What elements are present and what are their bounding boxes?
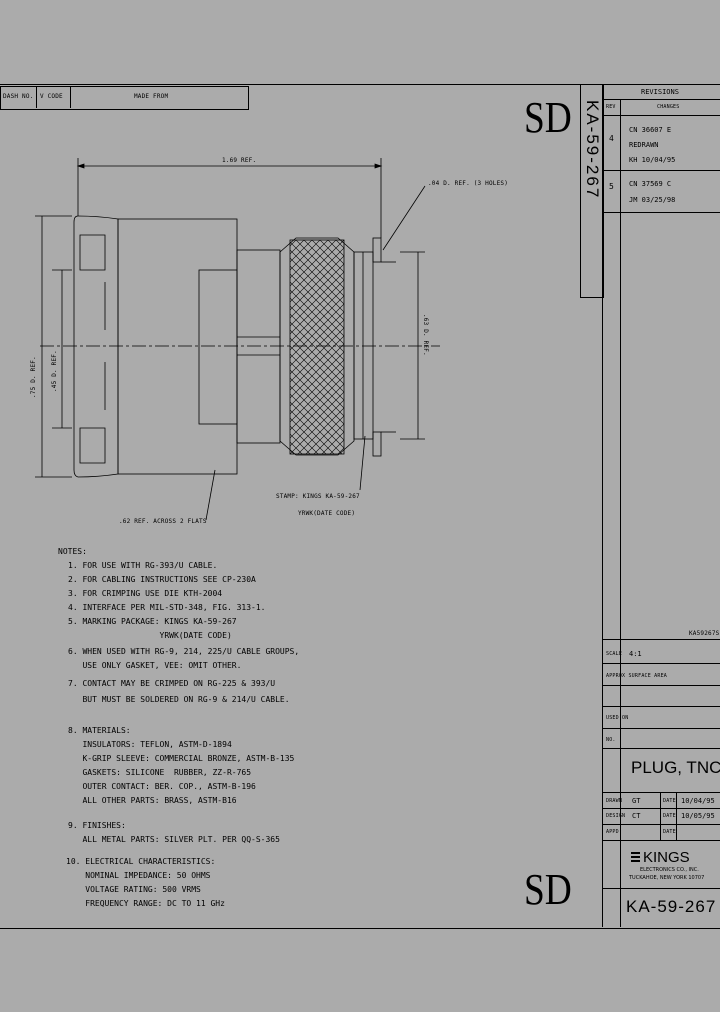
title-line [603,685,720,686]
title-line [603,728,720,729]
part-name: PLUG, TNC [631,758,720,777]
file-reference: KA59267S [689,630,720,637]
note-line: 6. WHEN USED WITH RG-9, 214, 225/U CABLE… [68,647,300,656]
rev-change-line: REDRAWN [629,141,659,149]
dim-diameter-63: .63 D. REF. [422,314,429,356]
company-name: KINGS [643,849,690,866]
drawn-label: DRAWN [606,798,623,804]
title-divider [660,792,661,840]
revisions-column [602,84,720,927]
sd-mark-bottom: SD [524,865,572,914]
title-line [603,748,720,749]
note-line: 8. MATERIALS: [68,726,131,735]
dim-diameter-75: .75 D. REF. [30,356,37,398]
header-table [0,86,249,110]
part-number: KA-59-267 [626,897,717,916]
note-line: 4. INTERFACE PER MIL-STD-348, FIG. 313-1… [68,603,266,612]
drawn-date-label: DATE [663,798,676,804]
design-by: CT [632,812,641,820]
appd-label: APPD [606,829,619,835]
rev-line [603,170,720,171]
sd-mark-top: SD [524,93,572,142]
rev-line [603,99,720,100]
note-line: 7. CONTACT MAY BE CRIMPED ON RG-225 & 39… [68,679,276,688]
note-line: 3. FOR CRIMPING USE DIE KTH-2004 [68,589,223,598]
made-from-label: MADE FROM [134,93,169,100]
rev-number: 4 [609,134,614,143]
dash-no-label: DASH NO. [3,93,34,100]
note-line: ALL METAL PARTS: SILVER PLT. PER QQ-S-36… [68,835,280,844]
rev-line [603,115,720,116]
note-line: BUT MUST BE SOLDERED ON RG-9 & 214/U CAB… [68,695,290,704]
note-line: YRWK(DATE CODE) [68,631,232,640]
stamp-label-2: YRWK(DATE CODE) [298,510,356,517]
note-line: VOLTAGE RATING: 500 VRMS [66,885,201,894]
note-line: ALL OTHER PARTS: BRASS, ASTM-B16 [68,796,237,805]
note-line: FREQUENCY RANGE: DC TO 11 GHz [66,899,225,908]
note-line: 1. FOR USE WITH RG-393/U CABLE. [68,561,218,570]
header-divider [70,86,71,108]
note-line: NOMINAL IMPEDANCE: 50 OHMS [66,871,211,880]
vertical-part-box [580,84,604,298]
company-subtitle: ELECTRONICS CO., INC. [640,867,699,873]
title-divider [676,792,677,840]
scale-value: 4:1 [629,650,642,658]
dim-holes: .04 D. REF. (3 HOLES) [428,180,509,187]
rev-change-line: CN 37569 C [629,180,672,188]
title-line [603,808,720,809]
used-on-label: USED ON [606,715,629,721]
rev-col-label: REV [606,104,616,110]
changes-col-label: CHANGES [657,104,680,110]
rev-change-line: CN 36607 E [629,126,672,134]
header-divider [36,86,37,108]
v-code-label: V CODE [40,93,63,100]
approx-area-label: APPROX SURFACE AREA [606,673,667,679]
rev-change-line: JM 03/25/98 [629,196,676,204]
no-label: NO. [606,737,616,743]
dim-flats: .62 REF. ACROSS 2 FLATS [119,518,207,525]
note-line: INSULATORS: TEFLON, ASTM-D-1894 [68,740,232,749]
rev-number: 5 [609,182,614,191]
note-line: 2. FOR CABLING INSTRUCTIONS SEE CP-230A [68,575,256,584]
rev-change-line: KH 10/04/95 [629,156,676,164]
title-line [603,840,720,841]
stamp-label-1: STAMP: KINGS KA-59-267 [276,493,360,500]
title-line [603,824,720,825]
kings-logo-icon [631,850,641,864]
title-line [603,663,720,664]
notes-title: NOTES: [58,547,87,556]
note-line: 10. ELECTRICAL CHARACTERISTICS: [66,857,216,866]
drawn-by: GT [632,797,641,805]
title-line [603,639,720,640]
revisions-title: REVISIONS [641,88,679,96]
note-line: 5. MARKING PACKAGE: KINGS KA-59-267 [68,617,237,626]
note-line: OUTER CONTACT: BER. COP., ASTM-B-196 [68,782,256,791]
drawn-date: 10/04/95 [681,797,715,805]
rev-divider [620,100,621,927]
drawing-sheet [0,84,720,929]
note-line: 9. FINISHES: [68,821,126,830]
title-line [603,706,720,707]
note-line: USE ONLY GASKET, VEE: OMIT OTHER. [68,661,242,670]
title-line [603,888,720,889]
rev-line [603,212,720,213]
company-address: TUCKAHOE, NEW YORK 10707 [629,875,705,881]
dim-overall-length: 1.69 REF. [222,157,257,164]
scale-label: SCALE [606,651,623,657]
appd-date-label: DATE [663,829,676,835]
design-date: 10/05/95 [681,812,715,820]
title-line [603,792,720,793]
design-date-label: DATE [663,813,676,819]
dim-diameter-45: .45 D. REF. [51,350,58,392]
note-line: GASKETS: SILICONE RUBBER, ZZ-R-765 [68,768,252,777]
note-line: K-GRIP SLEEVE: COMMERCIAL BRONZE, ASTM-B… [68,754,295,763]
design-label: DESIGN [606,813,626,819]
